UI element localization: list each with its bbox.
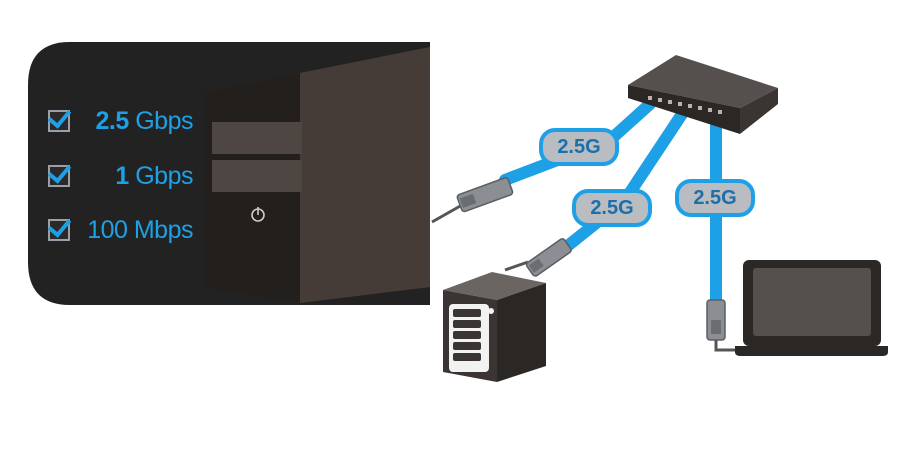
nas-server-icon	[443, 272, 546, 382]
drive-bay-1	[212, 122, 302, 154]
speed-option-100-mbps: 100 Mbps	[48, 213, 193, 247]
usb-ethernet-adapter-icon	[525, 238, 572, 277]
speed-unit: Mbps	[134, 216, 193, 244]
link-badge-nas: 2.5G	[572, 189, 652, 227]
laptop-icon	[735, 260, 888, 356]
usb-ethernet-adapter-icon	[456, 177, 513, 212]
speed-label: 100 Mbps	[49, 187, 194, 274]
speed-unit: Gbps	[135, 162, 193, 190]
speed-unit: Gbps	[135, 107, 193, 135]
pc-cord	[432, 205, 462, 222]
drive-bay-2	[212, 160, 302, 192]
nas-cord	[505, 262, 528, 270]
speed-value: 2.5	[96, 107, 129, 135]
link-badge-pc: 2.5G	[539, 128, 619, 166]
tower-pc-icon	[205, 47, 430, 303]
checkbox-checked-icon	[48, 165, 70, 187]
speed-value: 100	[87, 216, 127, 244]
link-badge-laptop: 2.5G	[675, 179, 755, 217]
usb-ethernet-adapter-icon	[707, 300, 725, 340]
speed-value: 1	[115, 162, 128, 190]
network-switch-icon	[628, 55, 778, 134]
